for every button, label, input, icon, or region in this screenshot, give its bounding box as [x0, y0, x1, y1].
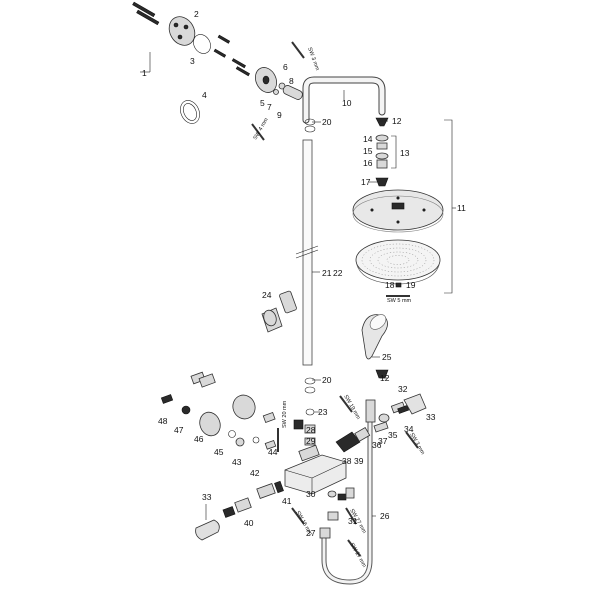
wrench-size-6: SW 16 mm — [294, 510, 313, 537]
wrench-size-3: SW 5 mm — [387, 298, 412, 304]
wrench-size-1: SW 3 mm — [306, 47, 320, 72]
label-part-9: 9 — [277, 110, 282, 120]
label-part-3: 3 — [190, 56, 195, 66]
label-part-15: 15 — [363, 146, 373, 156]
label-part-48: 48 — [158, 416, 168, 426]
label-part-20b: 20 — [322, 375, 332, 385]
label-part-21: 21 — [322, 268, 332, 278]
right-handle-parts — [373, 393, 427, 433]
label-part-7: 7 — [267, 102, 272, 112]
label-part-16: 16 — [363, 158, 373, 168]
label-part-22: 22 — [333, 268, 343, 278]
label-part-44: 44 — [268, 447, 278, 457]
label-part-23: 23 — [318, 407, 328, 417]
label-part-17: 17 — [361, 177, 371, 187]
shower-arm-pipe — [302, 76, 386, 124]
hand-shower-25 — [361, 314, 389, 379]
label-part-33a: 33 — [426, 412, 436, 422]
part-4-seal-ring — [180, 100, 200, 124]
label-part-31: 31 — [348, 516, 358, 526]
shower-hose-26 — [321, 399, 376, 585]
label-part-12a: 12 — [392, 116, 402, 126]
wrench-size-4: SW 20 mm — [282, 400, 288, 428]
label-part-47: 47 — [174, 425, 184, 435]
label-part-42: 42 — [250, 468, 260, 478]
thermostat-body — [284, 444, 347, 495]
label-part-26: 26 — [380, 511, 390, 521]
lower-small-parts — [304, 408, 355, 539]
hand-shower-holder-24 — [261, 290, 297, 333]
label-part-36: 36 — [372, 440, 382, 450]
wrench-size-5: SW 19 mm — [342, 394, 361, 421]
label-part-39: 39 — [354, 456, 364, 466]
label-part-12b: 12 — [380, 373, 390, 383]
label-part-28: 28 — [306, 425, 316, 435]
wrench-icons — [251, 41, 419, 557]
label-part-14: 14 — [363, 134, 373, 144]
label-part-30: 30 — [306, 489, 316, 499]
leader-lines — [312, 90, 388, 517]
label-part-8: 8 — [289, 76, 294, 86]
label-part-2: 2 — [194, 9, 199, 19]
label-part-43: 43 — [232, 457, 242, 467]
label-part-10: 10 — [342, 98, 352, 108]
part-number-labels: 1 2 3 4 5 6 7 8 9 10 11 12 12 13 14 15 1… — [142, 9, 466, 538]
label-part-45: 45 — [214, 447, 224, 457]
label-part-32: 32 — [398, 384, 408, 394]
label-part-40: 40 — [244, 518, 254, 528]
riser-pipe — [295, 139, 319, 366]
label-part-4: 4 — [202, 90, 207, 100]
wrench-size-9: SW 27 mm — [348, 542, 367, 569]
label-part-37: 37 — [378, 436, 388, 446]
label-part-6: 6 — [283, 62, 288, 72]
label-part-5: 5 — [260, 98, 265, 108]
label-part-20a: 20 — [322, 117, 332, 127]
label-part-18: 18 — [385, 280, 395, 290]
label-part-33b: 33 — [202, 492, 212, 502]
label-part-46: 46 — [194, 434, 204, 444]
label-part-25: 25 — [382, 352, 392, 362]
head-shower-connector-parts — [375, 117, 389, 187]
label-part-11: 11 — [457, 203, 466, 213]
label-part-41: 41 — [282, 496, 292, 506]
overhead-shower-11 — [352, 189, 444, 285]
label-part-34: 34 — [404, 424, 414, 434]
left-handle-parts — [160, 371, 304, 450]
label-part-19: 19 — [406, 280, 416, 290]
left-connector-parts — [195, 480, 284, 541]
thermostat-cartridge — [335, 426, 371, 453]
label-part-13: 13 — [400, 148, 410, 158]
label-part-1: 1 — [142, 68, 147, 78]
label-part-35: 35 — [388, 430, 398, 440]
wrench-size-8: SW 3 mm — [408, 432, 425, 456]
label-part-38: 38 — [342, 456, 352, 466]
group-part-1 — [132, 1, 303, 100]
label-part-29: 29 — [306, 436, 316, 446]
label-part-27: 27 — [306, 528, 316, 538]
label-part-24: 24 — [262, 290, 272, 300]
